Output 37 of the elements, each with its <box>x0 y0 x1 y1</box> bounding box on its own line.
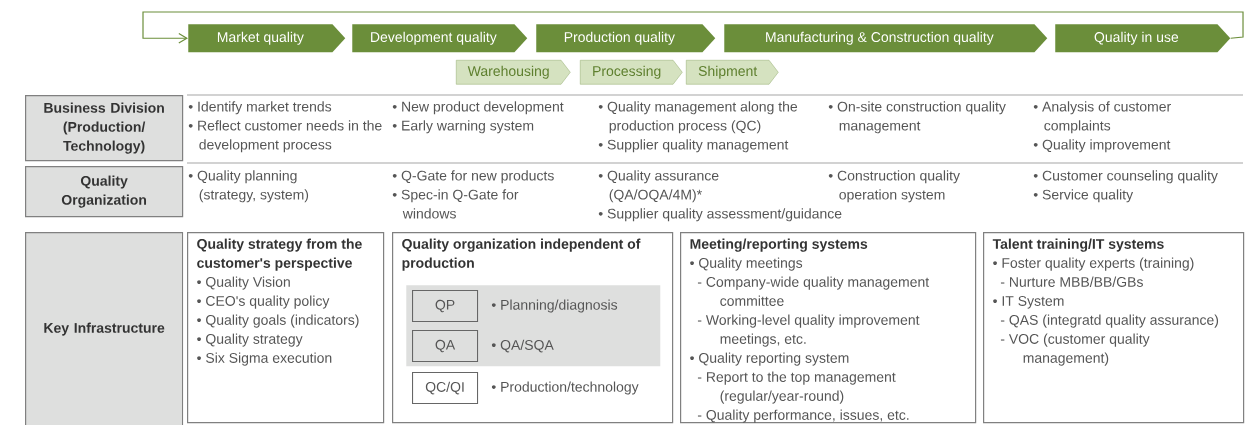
cell-text: • Supplier quality assessment/guidance <box>598 208 842 222</box>
cell-text: • Quality management along the production process (QC) <box>598 101 798 134</box>
row-header: Quality Organization <box>25 166 184 218</box>
unit-box: QC/QI <box>412 372 479 405</box>
cell-text: • Reflect customer needs in the development process <box>188 120 382 153</box>
bullet-text: • Planning/diagnosis <box>491 299 618 313</box>
cell-text: • Quality assurance (QA/OQA/4M)* <box>598 170 719 203</box>
cell-text: • Quality improvement <box>1033 139 1171 153</box>
chevron-box: Manufacturing & Construction quality <box>724 24 1048 53</box>
bullet-text: • QA/SQA <box>491 339 554 353</box>
cell-text: • On-site construction quality management <box>828 101 1006 134</box>
cell-text: • Service quality <box>1033 189 1134 203</box>
cell-text: • Quality planning (strategy, system) <box>188 170 309 203</box>
row-header: Business Division (Production/ Technology) <box>25 95 184 162</box>
cell-text: • Spec-in Q-Gate for windows <box>392 189 519 219</box>
info-card: Quality strategy from the customer's perspective • Quality Vision • CEO's quality policy • Quality goals (indicators) • Quality strategy • Six Sigma execution <box>187 232 385 424</box>
info-card: Talent training/IT systems • Foster quality experts (training) - Nurture MBB/BB/GBs • IT System - QAS (integratd quality assurance) - VOC (customer quality management) <box>983 232 1245 424</box>
unit-box: QP <box>412 290 479 323</box>
chevron-box: Production quality <box>536 24 716 53</box>
chevron-box: Development quality <box>352 24 528 53</box>
cell-text: • Construction quality operation system <box>828 170 960 203</box>
cell-text: • Early warning system <box>392 120 534 134</box>
cell-text: • New product development <box>392 101 564 115</box>
cell-text: • Customer counseling quality <box>1033 170 1218 184</box>
info-card: Meeting/reporting systems • Quality meetings - Company-wide quality management committee - Working-level quality improvement meetings, etc. • Quality reporting system - Report to the top management (regular/year-round) - Quality performance, issues, etc. <box>680 232 977 424</box>
unit-box: QA <box>412 330 479 363</box>
chevron-box: Shipment <box>686 60 779 85</box>
cell-text: • Supplier quality management <box>598 139 789 153</box>
chevron-box: Processing <box>580 60 683 85</box>
row-header: Key Infrastructure <box>25 232 184 425</box>
feedback-arrow <box>142 11 1244 44</box>
chevron-box: Market quality <box>188 24 346 53</box>
chevron-box: Quality in use <box>1055 24 1231 53</box>
chevron-box: Warehousing <box>456 60 571 85</box>
cell-text: • Q-Gate for new products <box>392 170 554 184</box>
bullet-text: • Production/technology <box>491 381 639 395</box>
cell-text: • Analysis of customer complaints <box>1033 101 1171 134</box>
